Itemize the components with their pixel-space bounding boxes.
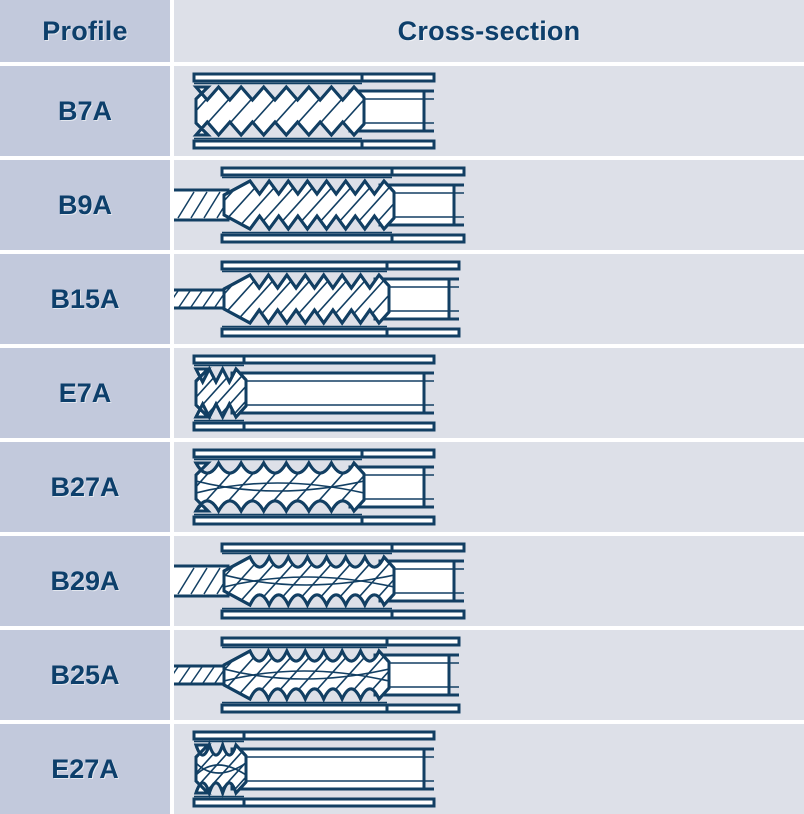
broach-cross-section-b25a-icon: [174, 630, 804, 720]
profile-label: E7A: [58, 377, 112, 408]
broach-cross-section-b29a-icon: [174, 536, 804, 626]
cross-section-cell: [174, 442, 804, 532]
table-header-row: Profile Cross-section: [0, 0, 804, 62]
cross-section-cell: [174, 630, 804, 720]
header-cell-profile: Profile: [0, 0, 170, 62]
cross-section-cell: [174, 254, 804, 344]
profile-label: B9A: [57, 189, 112, 220]
table-row: B9A: [0, 160, 804, 250]
table-row: B25A: [0, 630, 804, 720]
broach-cross-section-b9a-icon: [174, 160, 804, 250]
broach-cross-section-b7a-icon: [174, 66, 804, 156]
table-row: E7A: [0, 348, 804, 438]
table-row: B15A: [0, 254, 804, 344]
broach-cross-section-b15a-icon: [174, 254, 804, 344]
profile-cell: B29A: [0, 536, 170, 626]
broach-cross-section-b27a-icon: [174, 442, 804, 532]
profile-cell: E7A: [0, 348, 170, 438]
profile-cell: B27A: [0, 442, 170, 532]
profile-cell: B25A: [0, 630, 170, 720]
table-row: B27A: [0, 442, 804, 532]
cross-section-cell: [174, 536, 804, 626]
table-row: B29A: [0, 536, 804, 626]
column-header-cross-section: Cross-section: [397, 15, 581, 46]
profile-cell: B7A: [0, 66, 170, 156]
header-cell-cross-section: Cross-section: [174, 0, 804, 62]
profile-cell: B15A: [0, 254, 170, 344]
table-row: E27A: [0, 724, 804, 814]
profile-label: B29A: [50, 565, 120, 596]
column-header-profile: Profile: [42, 15, 128, 46]
profile-label: B7A: [57, 95, 112, 126]
broach-cross-section-e27a-icon: [174, 724, 804, 814]
cross-section-cell: [174, 724, 804, 814]
profile-cell: E27A: [0, 724, 170, 814]
cross-section-cell: [174, 66, 804, 156]
table-row: B7A: [0, 66, 804, 156]
cross-section-cell: [174, 160, 804, 250]
profile-label: B15A: [50, 283, 120, 314]
profile-label: B25A: [50, 659, 120, 690]
profile-label: B27A: [50, 471, 120, 502]
broach-cross-section-e7a-icon: [174, 348, 804, 438]
profile-cell: B9A: [0, 160, 170, 250]
cross-section-cell: [174, 348, 804, 438]
profile-label: E27A: [51, 753, 119, 784]
